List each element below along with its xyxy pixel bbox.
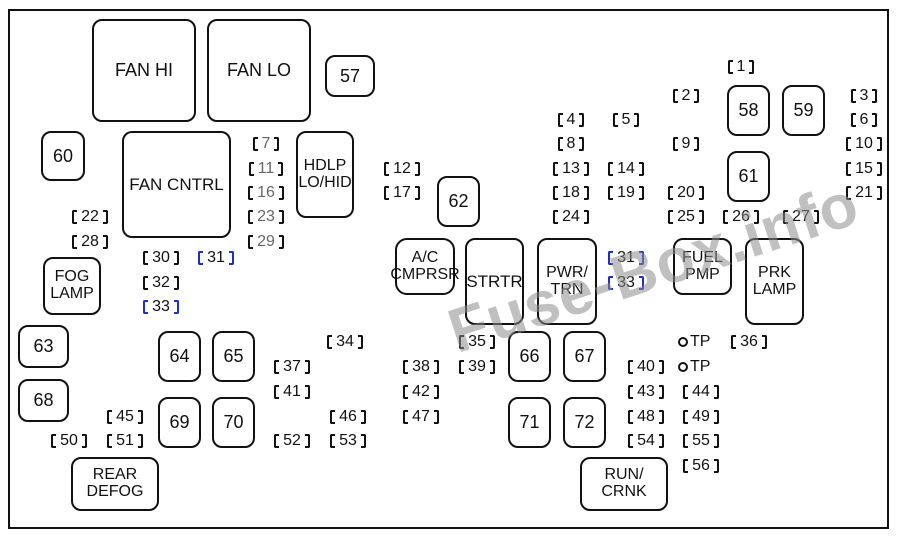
fuse-43: 43 — [618, 381, 674, 403]
fuse-33-left: 33 — [133, 296, 189, 318]
fuse-2: 2 — [658, 85, 714, 107]
fuse-5: 5 — [598, 109, 654, 131]
fuse-36: 36 — [721, 331, 777, 353]
fuse-34: 34 — [317, 331, 373, 353]
fuse-21: 21 — [836, 182, 892, 204]
relay-fan-lo: FAN LO — [207, 19, 311, 122]
fuse-14: 14 — [598, 158, 654, 180]
fuse-10: 10 — [836, 133, 892, 155]
fuse-19: 19 — [598, 182, 654, 204]
fuse-53: 53 — [320, 430, 376, 452]
fuse-9: 9 — [658, 133, 714, 155]
fuse-13: 13 — [543, 158, 599, 180]
relay-57: 57 — [325, 55, 375, 97]
fuse-29: 29 — [238, 231, 294, 253]
test-point-ring-icon — [678, 362, 688, 372]
relay-70: 70 — [212, 397, 255, 448]
relay-58: 58 — [727, 85, 770, 136]
fuse-39: 39 — [449, 356, 505, 378]
relay-strtr: STRTR — [465, 238, 524, 325]
fuse-20: 20 — [658, 182, 714, 204]
relay-68: 68 — [18, 379, 69, 422]
fuse-25: 25 — [658, 206, 714, 228]
fuse-37: 37 — [264, 356, 320, 378]
fuse-1: 1 — [713, 56, 769, 78]
fuse-12: 12 — [374, 158, 430, 180]
test-point-1: TP — [678, 331, 710, 353]
fuse-42: 42 — [393, 381, 449, 403]
relay-fan-cntrl: FAN CNTRL — [122, 131, 231, 238]
fuse-32: 32 — [133, 272, 189, 294]
fuse-18: 18 — [543, 182, 599, 204]
fuse-48: 48 — [618, 406, 674, 428]
fuse-8: 8 — [543, 133, 599, 155]
test-point-ring-icon — [678, 337, 688, 347]
test-point-2: TP — [678, 356, 710, 378]
fuse-17: 17 — [374, 182, 430, 204]
relay-72: 72 — [563, 397, 606, 448]
fuse-16: 16 — [238, 182, 294, 204]
fuse-55: 55 — [673, 430, 729, 452]
relay-run-crnk: RUN/CRNK — [580, 457, 668, 511]
fuse-4: 4 — [543, 109, 599, 131]
fuse-30: 30 — [133, 247, 189, 269]
fuse-22: 22 — [62, 206, 118, 228]
fuse-28: 28 — [62, 231, 118, 253]
relay-66: 66 — [508, 331, 551, 382]
fuse-31-right: 31 — [598, 247, 654, 269]
fuse-41: 41 — [264, 381, 320, 403]
relay-pwr-trn: PWR/TRN — [537, 238, 597, 325]
relay-62: 62 — [437, 176, 480, 227]
fuse-3: 3 — [836, 85, 892, 107]
fuse-54: 54 — [618, 430, 674, 452]
fuse-33-right: 33 — [598, 272, 654, 294]
fuse-24: 24 — [543, 206, 599, 228]
relay-71: 71 — [508, 397, 551, 448]
fuse-44: 44 — [673, 381, 729, 403]
fuse-26: 26 — [713, 206, 769, 228]
relay-60: 60 — [41, 131, 85, 181]
fuse-box-outline — [8, 9, 889, 529]
fuse-6: 6 — [836, 109, 892, 131]
fuse-23: 23 — [238, 206, 294, 228]
fuse-40: 40 — [618, 356, 674, 378]
fuse-56: 56 — [673, 455, 729, 477]
fuse-7: 7 — [238, 133, 294, 155]
fuse-47: 47 — [393, 406, 449, 428]
relay-61: 61 — [727, 151, 770, 202]
fuse-46: 46 — [320, 406, 376, 428]
fuse-35: 35 — [449, 331, 505, 353]
relay-64: 64 — [158, 331, 201, 382]
fuse-27: 27 — [773, 206, 829, 228]
relay-69: 69 — [158, 397, 201, 448]
fuse-15: 15 — [836, 158, 892, 180]
relay-65: 65 — [212, 331, 255, 382]
relay-67: 67 — [563, 331, 606, 382]
relay-63: 63 — [18, 325, 69, 368]
fuse-31-left: 31 — [188, 247, 244, 269]
fuse-11: 11 — [238, 158, 294, 180]
fuse-52: 52 — [264, 430, 320, 452]
relay-fan-hi: FAN HI — [92, 19, 196, 122]
fuse-38: 38 — [393, 356, 449, 378]
fuse-51: 51 — [97, 430, 153, 452]
relay-59: 59 — [782, 85, 825, 136]
fuse-49: 49 — [673, 406, 729, 428]
fuse-50: 50 — [41, 430, 97, 452]
fuse-45: 45 — [97, 406, 153, 428]
